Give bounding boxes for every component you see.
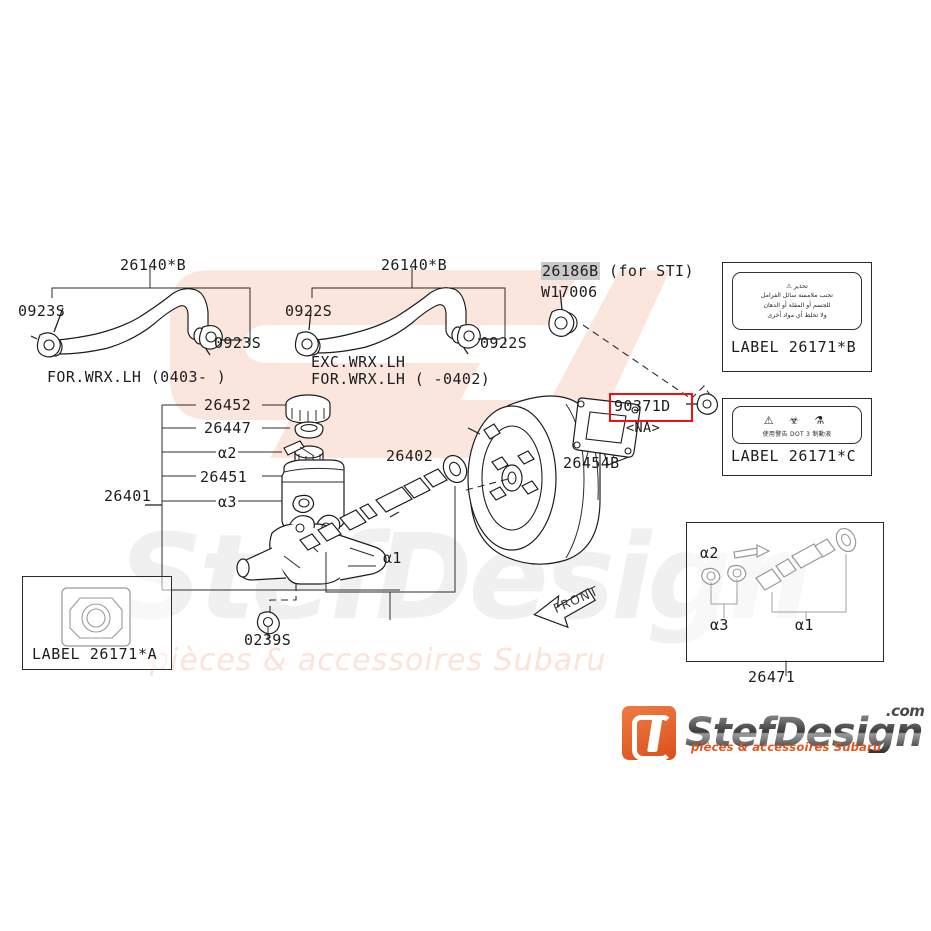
logo-text-block: StefDesign .com pièces & accessoires Sub…: [685, 702, 925, 756]
label-b-sticker: ⚠ تحذير تجنب ملامسة سائل الفرامل للجسم أ…: [732, 272, 862, 330]
label-c-text: 使用警告 DOT 3 制動液: [762, 431, 832, 439]
label-c-sticker: ⚠ ☣ ⚗ 使用警告 DOT 3 制動液: [732, 406, 862, 444]
label-0239S: 0239S: [244, 631, 292, 649]
label-0922S-right: 0922S: [480, 334, 528, 352]
label-b-line-0: ⚠ تحذير: [786, 282, 808, 290]
stefdesign-logo: StefDesign .com pièces & accessoires Sub…: [622, 702, 925, 761]
label-26451: 26451: [200, 468, 248, 486]
label-box-a: [22, 576, 172, 670]
label-alpha2-detail: α2: [700, 544, 719, 562]
logo-mark-icon: [622, 706, 676, 761]
note-hose-middle-2: FOR.WRX.LH ( -0402): [311, 370, 491, 388]
sti-clip-group: [548, 289, 713, 400]
detail-box-26471: [686, 522, 884, 662]
front-direction-arrow: [533, 588, 597, 629]
reservoir-seal-26447: [294, 421, 324, 439]
label-26140B-left: 26140*B: [120, 256, 187, 274]
label-W17006: W17006: [541, 283, 598, 301]
label-26186B-group: 26186B (for STI): [541, 262, 694, 280]
label-0923S-right: 0923S: [214, 334, 262, 352]
gasket-26454B: [572, 397, 641, 468]
logo-name: StefDesign: [685, 710, 923, 756]
clamp-0922S-right: [456, 323, 481, 355]
label-c-icons: ⚠ ☣ ⚗: [763, 413, 831, 427]
hose-middle-group: [294, 268, 506, 357]
label-26186B: 26186B: [541, 262, 600, 280]
label-26186B-suffix: (for STI): [609, 262, 694, 280]
repair-kit-alpha1-parts: [299, 454, 468, 620]
label-alpha1-detail: α1: [795, 616, 814, 634]
label-26454B: 26454B: [563, 454, 620, 472]
label-0922S-left: 0922S: [285, 302, 333, 320]
seal-alpha3: [292, 494, 315, 514]
label-90371D-note: <NA>: [626, 420, 661, 436]
label-alpha2-reservoir: α2: [218, 444, 237, 462]
label-26452: 26452: [204, 396, 252, 414]
label-26471: 26471: [748, 668, 796, 686]
label-alpha3-reservoir: α3: [218, 493, 237, 511]
label-b-line-2: للجسم أو المقلة أو الدهان: [763, 302, 831, 309]
bleeder-0239S: [256, 584, 297, 640]
label-b-line-3: ولا تخلط أي مواد أخرى: [767, 311, 827, 319]
note-hose-left: FOR.WRX.LH (0403- ): [47, 368, 227, 386]
pointer-alpha2: [283, 440, 315, 457]
reservoir-bracket: [145, 404, 400, 591]
brake-booster-26402: [465, 395, 633, 565]
clamp-0923S-left: [30, 332, 61, 358]
label-b-caption: LABEL 26171*B: [731, 338, 857, 356]
clamp-0923S-right: [198, 324, 223, 356]
label-26447: 26447: [204, 419, 252, 437]
highlight-box-90371D: [609, 393, 693, 422]
hose-left-group: [30, 268, 251, 358]
clamp-0922S-left: [294, 331, 319, 357]
clip-90371D-icon: [686, 393, 719, 415]
label-alpha1-master: α1: [383, 549, 402, 567]
logo-tagline: pièces & accessoires Subaru: [691, 740, 882, 754]
label-a-caption: LABEL 26171*A: [32, 645, 158, 663]
reservoir-cap-26452: [285, 394, 331, 424]
master-cylinder-body: [236, 514, 387, 585]
label-b-line-1: تجنب ملامسة سائل الفرامل: [760, 292, 834, 300]
label-alpha3-detail: α3: [710, 616, 729, 634]
label-90371D: 90371D: [614, 397, 671, 415]
label-0923S-left: 0923S: [18, 302, 66, 320]
label-c-caption: LABEL 26171*C: [731, 447, 857, 465]
label-26401: 26401: [104, 487, 152, 505]
label-26140B-middle: 26140*B: [381, 256, 448, 274]
note-hose-middle-1: EXC.WRX.LH: [311, 353, 406, 371]
logo-tld: .com: [885, 702, 925, 720]
label-26402: 26402: [386, 447, 434, 465]
